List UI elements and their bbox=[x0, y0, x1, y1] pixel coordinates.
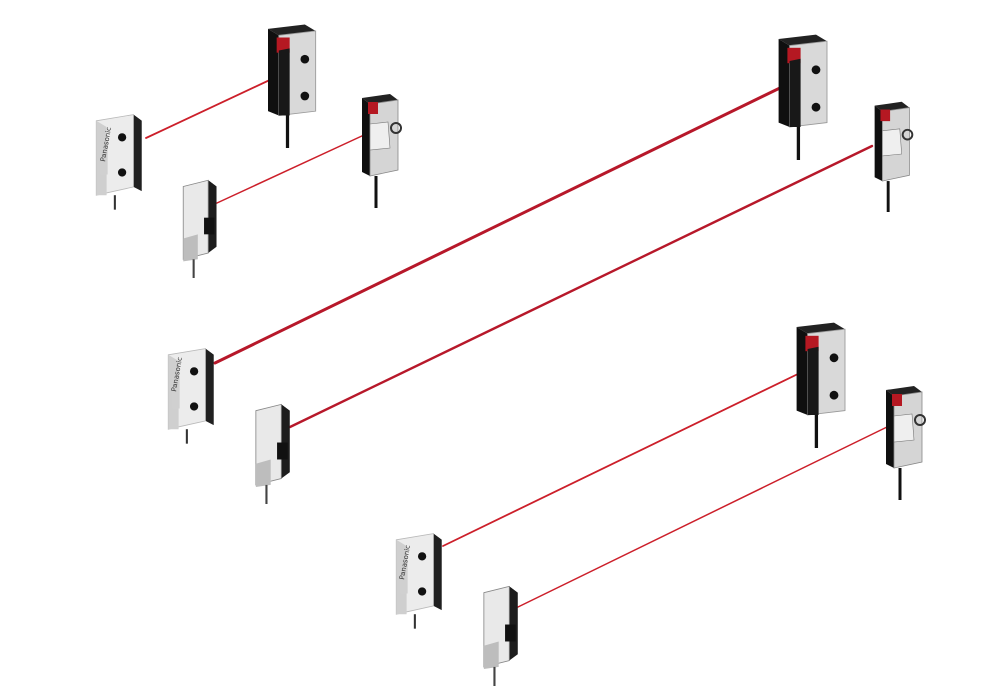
beam-short-large bbox=[145, 77, 275, 139]
laser-beams bbox=[145, 77, 888, 608]
emitter-sensor-small bbox=[482, 585, 519, 686]
receiver-sensor-small bbox=[872, 99, 915, 212]
mid-range-pair-group: Panasonic bbox=[395, 320, 927, 686]
receiver-sensor-small bbox=[884, 384, 927, 500]
receiver-sensor-large bbox=[266, 22, 318, 148]
beam-mid-small bbox=[517, 426, 888, 608]
emitter-sensor-small bbox=[182, 179, 218, 278]
beam-long-large bbox=[213, 84, 786, 365]
short-range-pair-group: Panasonic bbox=[95, 22, 403, 278]
receiver-sensor-large bbox=[776, 32, 829, 160]
receiver-sensor-small bbox=[360, 92, 403, 208]
beam-mid-large bbox=[442, 371, 803, 547]
emitter-sensor-small bbox=[254, 403, 291, 504]
beam-short-small bbox=[216, 134, 365, 204]
long-range-pair-group: Panasonic bbox=[167, 32, 915, 504]
beam-long-small bbox=[288, 144, 874, 429]
receiver-sensor-large bbox=[794, 320, 847, 448]
